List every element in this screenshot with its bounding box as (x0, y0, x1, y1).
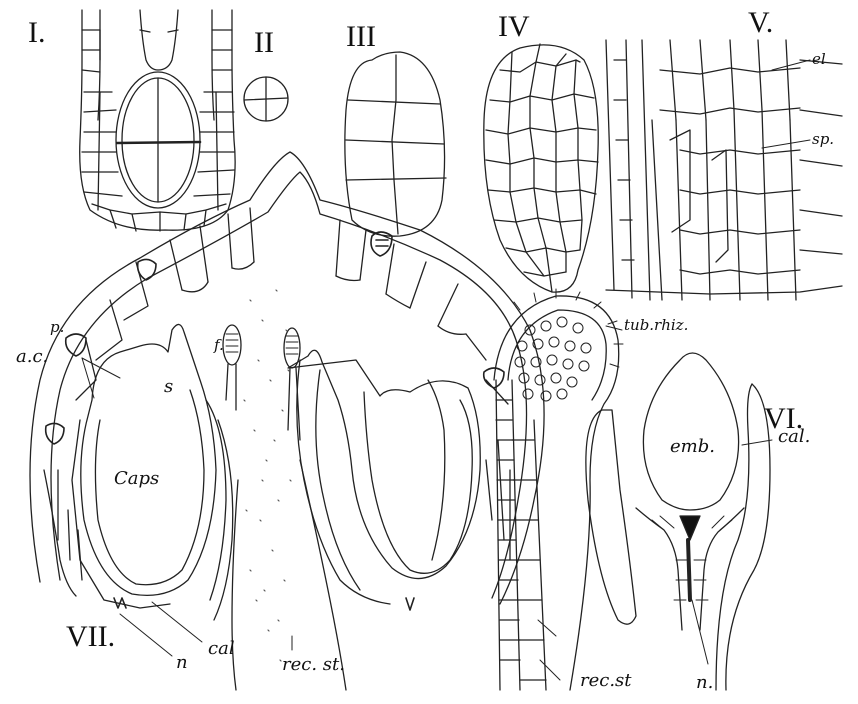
figure-ii-drawing (244, 77, 288, 121)
label-sp: sp. (812, 132, 834, 147)
label-tub-rhiz: tub.rhiz. (624, 318, 688, 333)
figure-v-drawing (606, 40, 842, 300)
figure-label-iv: IV (498, 12, 530, 42)
label-rec-st-left: rec. st. (282, 656, 345, 674)
label-emb: emb. (670, 438, 715, 456)
label-f: f. (214, 338, 224, 353)
figure-label-v: V. (748, 8, 773, 38)
figure-vii-drawing (30, 152, 544, 690)
figure-label-vii: VII. (66, 622, 115, 652)
label-rec-st-right: rec.st (580, 672, 632, 690)
label-cal-left: cal (208, 640, 235, 658)
label-n-left: n (176, 654, 188, 672)
figure-i-drawing (80, 10, 235, 231)
figure-label-i: I. (28, 18, 46, 48)
label-el: el (812, 52, 826, 67)
figure-label-iii: III (346, 22, 376, 52)
figure-iii-drawing (345, 52, 446, 236)
label-p: p. (50, 320, 64, 335)
figure-iv-drawing (484, 44, 598, 292)
label-ac: a.c. (16, 348, 48, 366)
label-cal-right: cal. (778, 428, 810, 446)
figure-label-ii: II (254, 28, 274, 58)
label-n-right: n. (696, 674, 713, 692)
label-caps: Caps (114, 470, 159, 488)
label-s: s (164, 378, 173, 396)
